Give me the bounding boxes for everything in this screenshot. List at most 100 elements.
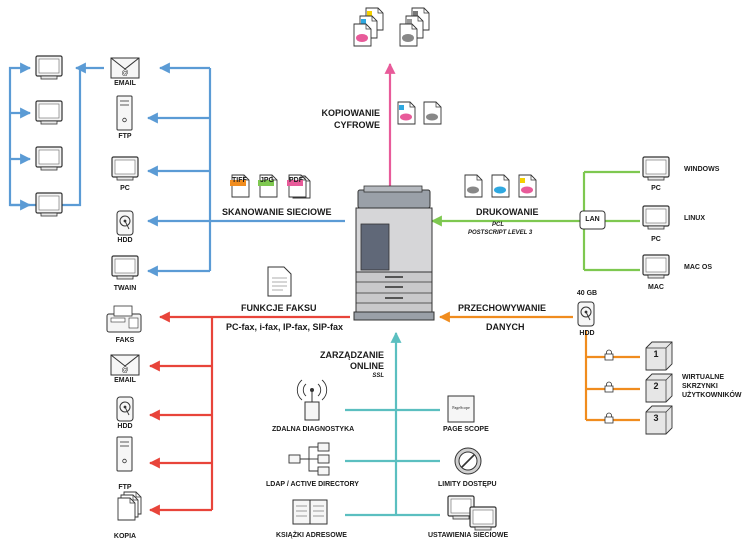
antenna-icon [296, 379, 328, 421]
network-settings-icon [447, 495, 497, 531]
print-ps: POSTSCRIPT LEVEL 3 [468, 230, 533, 236]
ftp-server-icon [116, 95, 133, 131]
print-output-icons [464, 174, 537, 198]
fax-kopia-label: KOPIA [113, 533, 137, 540]
fax-faks-label: FAKS [115, 337, 135, 344]
copy-label-2: CYFROWE [334, 120, 380, 130]
mgmt-icons [288, 379, 497, 531]
pc-monitor-icon [35, 55, 63, 80]
scan-hdd-label: HDD [117, 237, 133, 244]
fax-connectors [148, 311, 350, 516]
pdf-file-icon [287, 174, 311, 199]
client-mac: MAC [648, 284, 664, 291]
scan-ftp-label: FTP [118, 133, 132, 140]
address-book-icon [292, 499, 328, 525]
box-number-2: 2 [653, 381, 659, 391]
scan-pc-label: PC [120, 185, 130, 192]
fax-email-label: EMAIL [114, 377, 136, 384]
bw-copies-icon [399, 7, 430, 47]
hdd-icon [116, 210, 134, 236]
linux-pc-icon [642, 205, 670, 230]
scan-targets [110, 57, 140, 280]
pc-monitor-icon [35, 146, 63, 171]
network-settings-label: USTAWIENIA SIECIOWE [428, 532, 509, 539]
twain-monitor-icon [111, 255, 139, 280]
store-label-1: PRZECHOWYWANIE [458, 303, 547, 313]
mgmt-label-2: ONLINE [349, 361, 384, 371]
copy-output-icons [353, 7, 442, 125]
lock-icon [604, 349, 614, 361]
envelope-icon [110, 354, 140, 376]
os-windows: WINDOWS [684, 166, 720, 173]
boxes-label-3: UŻYTKOWNIKÓW [682, 392, 742, 399]
windows-pc-icon [642, 156, 670, 181]
access-limits-label: LIMITY DOSTĘPU [438, 481, 497, 488]
tiff-file-icon [230, 174, 250, 198]
pagescope-logo-text: PageScope [452, 405, 470, 410]
jpg-label: JPG [260, 177, 275, 184]
storage-hdd-icon [577, 301, 595, 327]
scan-email-label: EMAIL [114, 80, 136, 87]
mfp-device [353, 185, 435, 321]
scan-twain-label: TWAIN [113, 285, 137, 292]
color-copies-icon [353, 7, 384, 47]
scan-label: SKANOWANIE SIECIOWE [222, 207, 332, 217]
copy-stack-icon [117, 491, 142, 521]
pagescope-icon [447, 395, 475, 423]
client-computers [642, 156, 670, 279]
boxes-label-2: SKRZYNKI [682, 383, 718, 390]
mgmt-label-1: ZARZĄDZANIE [320, 350, 384, 360]
access-limit-icon [454, 447, 482, 475]
fax-sub-label: PC-fax, i-fax, IP-fax, SIP-fax [226, 322, 344, 332]
network-pcs [35, 55, 63, 217]
ftp-server-icon [116, 436, 133, 472]
pc-monitor-icon [35, 100, 63, 125]
boxes-label-1: WIRTUALNE [682, 374, 724, 381]
scan-connectors [8, 62, 345, 277]
print-pcl: PCL [492, 222, 504, 228]
ldap-label: LDAP / ACTIVE DIRECTORY [266, 481, 359, 488]
pc-monitor-icon [35, 192, 63, 217]
envelope-icon [110, 57, 140, 79]
jpg-file-icon [258, 174, 278, 198]
lock-icon [604, 412, 614, 424]
fax-document-icon [267, 266, 292, 297]
store-label-2: DANYCH [486, 322, 525, 332]
os-linux: LINUX [684, 215, 705, 222]
lock-icon [604, 381, 614, 393]
file-type-icons [230, 174, 311, 199]
mgmt-connectors [345, 331, 440, 517]
fax-hdd-label: HDD [117, 423, 133, 430]
fax-label: FUNKCJE FAKSU [241, 303, 317, 313]
pagescope-label: PAGE SCOPE [443, 426, 489, 433]
fax-ftp-label: FTP [118, 484, 132, 491]
os-mac: MAC OS [684, 264, 712, 271]
client-pc-1: PC [651, 185, 661, 192]
box-number-1: 1 [653, 349, 659, 359]
storage-hdd-label: HDD [579, 330, 595, 337]
remote-diagnostics-label: ZDALNA DIAGNOSTYKA [272, 426, 355, 433]
address-book-label: KSIĄŻKI ADRESOWE [276, 532, 347, 539]
hdd-capacity: 40 GB [576, 290, 598, 297]
bw-doc-icon [423, 101, 442, 125]
directory-tree-icon [288, 442, 330, 476]
pc-monitor-icon [111, 156, 139, 181]
bw-print-icon [464, 174, 483, 198]
lan-label: LAN [585, 216, 600, 223]
print-label: DRUKOWANIE [476, 207, 539, 217]
client-pc-2: PC [651, 236, 661, 243]
cyan-print-icon [491, 174, 510, 198]
lan-switch [579, 210, 606, 230]
box-number-3: 3 [653, 413, 659, 423]
fax-machine-icon [106, 305, 142, 333]
pdf-label: PDF [289, 177, 303, 184]
mac-icon [642, 254, 670, 279]
print-connectors [430, 170, 640, 272]
copy-label-1: KOPIOWANIE [321, 108, 380, 118]
color-doc-icon [397, 101, 416, 125]
tiff-label: TIFF [232, 177, 247, 184]
color-print-icon [518, 174, 537, 198]
hdd-icon [116, 396, 134, 422]
ssl-label: SSL [372, 373, 384, 379]
